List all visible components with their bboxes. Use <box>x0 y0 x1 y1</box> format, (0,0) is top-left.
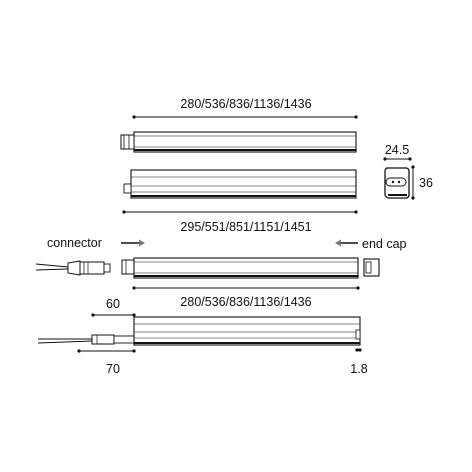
middle-length-label: 295/551/851/1151/1451 <box>180 220 311 234</box>
middle-bar-body <box>130 169 357 199</box>
profile-connector-socket <box>385 177 407 187</box>
cable-long-label: 70 <box>106 362 120 376</box>
top-connector <box>120 134 135 150</box>
gap-label: 1.8 <box>350 362 367 376</box>
cable-short-label: 60 <box>106 297 120 311</box>
end-cap-arrow-icon <box>335 239 341 247</box>
installed-plug <box>91 334 115 345</box>
middle-bar-view: 295/551/851/1151/1451 <box>122 169 358 234</box>
connector-arrow-icon <box>139 239 145 247</box>
connector-label: connector <box>47 236 102 250</box>
assembly-connector <box>121 259 135 275</box>
end-cap-label: end cap <box>362 237 407 251</box>
assembly-view: connector end cap 280/536/836/1136/1436 <box>35 236 407 309</box>
top-bar-view: 280/536/836/1136/1436 <box>120 97 358 153</box>
middle-end-tab <box>123 183 132 194</box>
top-length-label: 280/536/836/1136/1436 <box>180 97 311 111</box>
bottom-length-label: 280/536/836/1136/1436 <box>180 295 311 309</box>
profile-height-label: 36 <box>419 176 433 190</box>
connector-plug <box>67 260 81 276</box>
profile-width-label: 24.5 <box>385 143 409 157</box>
installed-view: 60 70 1.8 <box>37 297 368 376</box>
installed-bar-body <box>133 316 361 346</box>
profile-cross-section: 24.5 36 <box>383 143 433 200</box>
